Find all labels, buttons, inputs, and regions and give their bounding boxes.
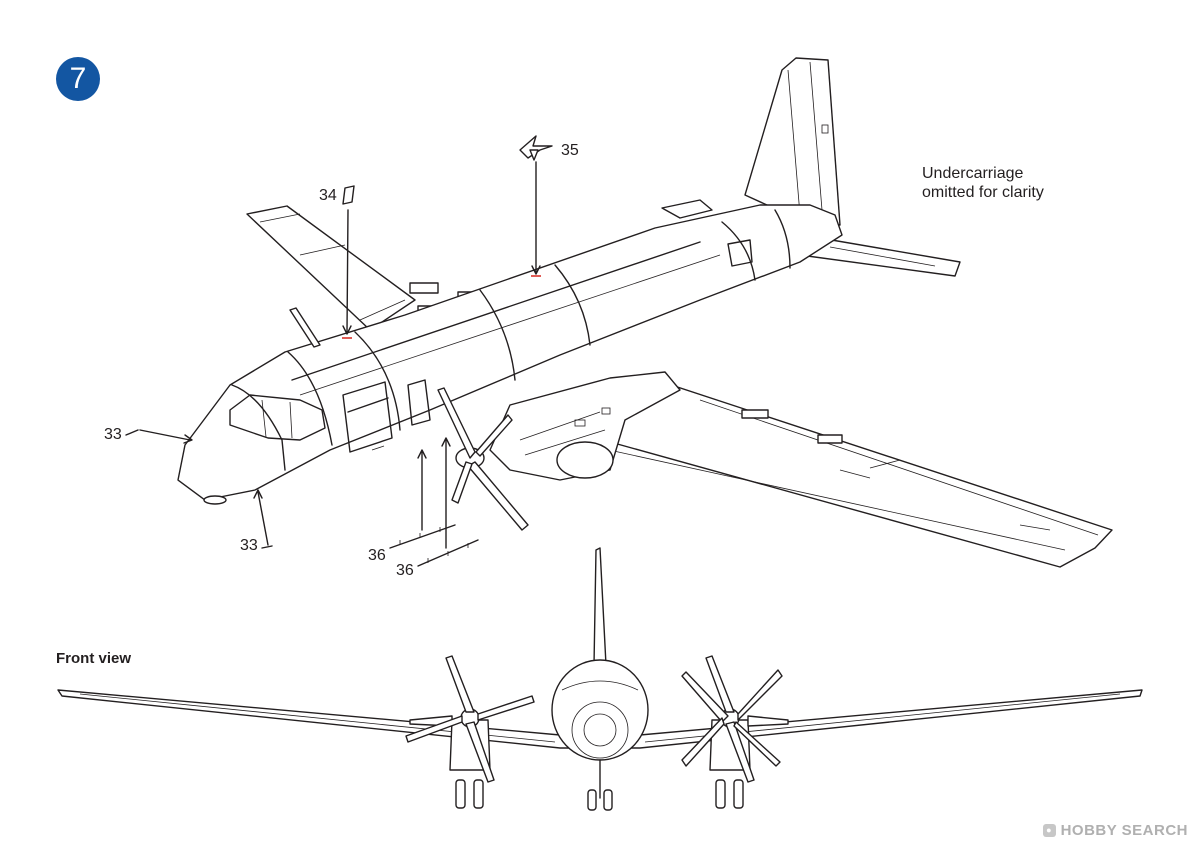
part-label-35: 35 xyxy=(561,142,579,159)
horizontal-stabilizer xyxy=(661,199,961,277)
part-label-36-lower: 36 xyxy=(396,562,414,579)
propeller-near xyxy=(289,307,529,531)
engine-nacelle xyxy=(489,371,681,481)
watermark-logo-icon: ● xyxy=(1042,824,1056,837)
front-view-drawing xyxy=(57,547,1143,811)
step-number-badge: 7 xyxy=(56,57,100,101)
watermark-text: HOBBY SEARCH xyxy=(1060,822,1188,839)
part-label-36-upper: 36 xyxy=(368,547,386,564)
part-label-33-side: 33 xyxy=(104,426,122,443)
vertical-stabilizer xyxy=(744,57,841,226)
fuselage xyxy=(177,204,843,505)
part-label-34: 34 xyxy=(319,187,337,204)
undercarriage-note: Undercarriage omitted for clarity xyxy=(922,165,1044,201)
front-view-title: Front view xyxy=(56,650,132,667)
watermark: ● HOBBY SEARCH xyxy=(1042,822,1188,839)
callout-arrows xyxy=(125,135,553,567)
right-wing xyxy=(584,377,1113,568)
part-label-33-bottom: 33 xyxy=(240,537,258,554)
